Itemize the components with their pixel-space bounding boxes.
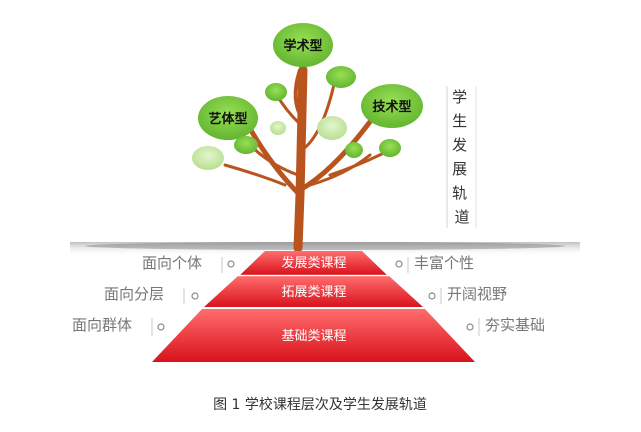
leaf-light-1 xyxy=(192,146,224,170)
right-dot-3 xyxy=(466,323,474,331)
vertical-note-text: 学 生 发 展 轨 道 xyxy=(452,88,472,226)
tier-label-extension: 拓展类课程 xyxy=(281,285,346,300)
leaf-top xyxy=(273,23,333,67)
right-label-horizons: 开阔视野 xyxy=(447,285,507,303)
pyramid-tier-middle xyxy=(204,276,423,307)
tier-label-development: 发展类课程 xyxy=(281,255,346,271)
course-pyramid: 发展类课程 拓展类课程 基础类课程 xyxy=(152,251,475,362)
left-label-group: 面向群体 xyxy=(72,316,132,334)
left-dot-2 xyxy=(191,292,199,300)
left-dot-1 xyxy=(227,260,235,268)
leaf-small-4 xyxy=(379,139,401,157)
leaf-label-academic: 学术型 xyxy=(283,38,322,54)
right-label-foundation: 夯实基础 xyxy=(485,316,545,334)
left-side-labels: 面向个体 面向分层 面向群体 xyxy=(72,254,235,336)
tree-leaves xyxy=(192,23,423,170)
figure-caption: 图 1 学校课程层次及学生发展轨道 xyxy=(213,396,427,413)
leaf-light-2 xyxy=(317,116,347,140)
pyramid-tier-bottom xyxy=(152,309,475,362)
tier-label-foundation: 基础类课程 xyxy=(281,329,346,344)
ground-shadow xyxy=(70,242,580,256)
leaf-label-technical: 技术型 xyxy=(372,99,411,115)
leaf-small-5 xyxy=(345,142,363,158)
leaf-left xyxy=(198,96,258,140)
right-label-personality: 丰富个性 xyxy=(414,254,474,272)
leaf-light-3 xyxy=(270,121,286,135)
right-side-labels: 丰富个性 开阔视野 夯实基础 xyxy=(395,254,545,336)
left-dot-3 xyxy=(157,323,165,331)
pyramid-tier-top xyxy=(240,251,387,275)
leaf-small-3 xyxy=(234,136,258,154)
left-label-tiered: 面向分层 xyxy=(104,285,164,303)
leaf-small-1 xyxy=(326,66,356,88)
leaf-small-2 xyxy=(265,83,287,101)
vertical-note: 学 生 发 展 轨 道 xyxy=(446,86,477,228)
right-dot-1 xyxy=(395,260,403,268)
leaf-right xyxy=(361,84,423,128)
leaf-label-arts-sports: 艺体型 xyxy=(208,111,247,127)
left-label-individual: 面向个体 xyxy=(142,254,202,272)
right-dot-2 xyxy=(428,292,436,300)
